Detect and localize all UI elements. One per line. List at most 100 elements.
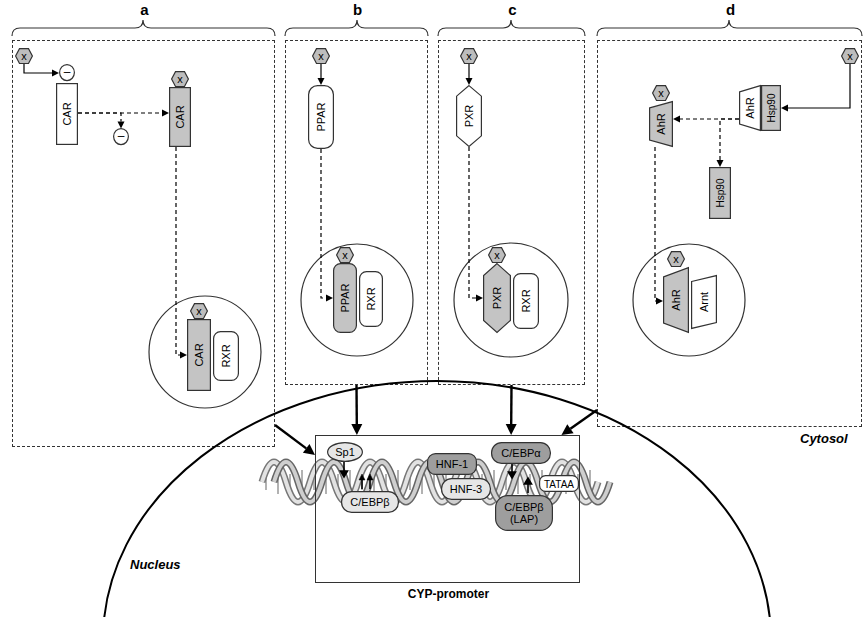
arrow-connector — [78, 113, 125, 128]
node-label: RXR — [520, 289, 532, 312]
arrow-connector — [318, 64, 325, 85]
node-label: CAR — [193, 343, 205, 366]
node-label: Arnt — [698, 292, 710, 312]
node-label: Hsp90 — [715, 179, 726, 208]
arrow-connector — [506, 385, 517, 435]
promoter-box: CYP-promoterSp1C/EBPβHNF-1HNF-3C/EBPαC/E… — [315, 435, 580, 583]
arrow-connector — [561, 410, 597, 435]
transcription-factor: HNF-3 — [441, 478, 491, 500]
node-label: x — [318, 50, 324, 62]
node-heading: CYP-promoter — [316, 588, 581, 601]
arrow-connector — [24, 64, 59, 77]
arrow-connector — [469, 147, 483, 302]
node-label: RXR — [220, 344, 232, 367]
chaperone-box: Hsp90 — [761, 85, 781, 131]
node-heading: c — [439, 2, 586, 19]
ligand-hexagon: x — [15, 48, 33, 64]
node-heading: Nucleus — [130, 558, 181, 572]
transcription-factor: HNF-1 — [427, 453, 477, 475]
node-label: x — [342, 249, 348, 261]
receptor-hexagon: PXR — [483, 263, 511, 333]
pathway-panel: dxAhRHsp90xAhRHsp90xAhRArnt — [597, 40, 862, 427]
panel-brace — [12, 20, 862, 36]
node-label: PPAR — [315, 102, 327, 131]
node-label: AhR — [670, 289, 682, 310]
node-label: RXR — [365, 287, 377, 310]
node-label: x — [673, 253, 679, 265]
ligand-hexagon: x — [460, 48, 478, 64]
ligand-hexagon: x — [667, 251, 685, 267]
node-label: PXR — [491, 287, 503, 310]
receptor-box: PPAR — [308, 85, 334, 149]
partner-box: RXR — [513, 273, 539, 329]
partner-box: RXR — [359, 271, 383, 327]
node-label: Sp1 — [335, 446, 355, 458]
transcription-factor: C/EBPα — [491, 442, 551, 464]
node-label: PXR — [463, 105, 475, 128]
node-label: C/EBPα — [501, 447, 540, 459]
receptor-box: CAR — [187, 319, 211, 391]
arrow-connector — [321, 149, 333, 302]
corepressor-circle: – — [113, 128, 129, 145]
arrow-connector — [781, 64, 850, 112]
transcription-factor: Sp1 — [327, 442, 363, 462]
node-label: HNF-3 — [450, 483, 482, 495]
node-label: CAR — [61, 102, 73, 125]
receptor-box: PPAR — [333, 263, 357, 333]
partner-box: Arnt — [691, 275, 717, 329]
receptor-trapezoid: AhR — [663, 267, 689, 333]
ligand-hexagon: x — [190, 303, 208, 319]
node-label: – — [64, 66, 71, 79]
transcription-factor: C/EBPβ (LAP) — [495, 495, 553, 531]
node-label: x — [177, 73, 183, 85]
ligand-hexagon: x — [336, 247, 354, 263]
partner-box: RXR — [213, 331, 239, 381]
arrow-connector — [176, 147, 187, 359]
transcription-factor: C/EBPβ — [341, 491, 399, 513]
node-heading: d — [598, 2, 863, 19]
tata-box: TATAA — [539, 475, 579, 492]
node-heading: b — [286, 2, 429, 19]
node-label: HNF-1 — [436, 458, 468, 470]
receptor-box: CAR — [169, 87, 191, 147]
ligand-hexagon: x — [312, 48, 330, 64]
node-label: x — [466, 50, 472, 62]
pathway-panel: cxPXRxPXRRXR — [438, 40, 585, 385]
node-label: AhR — [744, 97, 756, 118]
receptor-box: CAR — [56, 83, 78, 145]
node-label: C/EBPβ — [350, 496, 389, 508]
node-label: AhR — [655, 113, 667, 134]
receptor-trapezoid: AhR — [739, 85, 761, 131]
receptor-hexagon: PXR — [456, 85, 482, 147]
ligand-hexagon: x — [488, 247, 506, 263]
node-label: x — [196, 305, 202, 317]
node-label: x — [21, 50, 27, 62]
arrow-connector — [717, 119, 740, 167]
arrow-connector — [275, 425, 315, 455]
node-label: x — [658, 87, 664, 99]
ligand-hexagon: x — [171, 71, 189, 87]
pathway-panel: ax–CAR–xCARxCARRXR — [12, 40, 275, 447]
node-label: x — [847, 50, 853, 62]
node-label: – — [118, 130, 125, 143]
chaperone-box: Hsp90 — [709, 167, 731, 219]
region-label: Cytosol — [800, 432, 848, 446]
node-heading: a — [13, 2, 276, 19]
nucleus-outline: NucleusCYP-promoterSp1C/EBPβHNF-1HNF-3C/… — [102, 380, 772, 617]
arrow-connector — [78, 109, 169, 116]
ligand-hexagon: x — [841, 48, 859, 64]
node-label: Hsp90 — [766, 94, 777, 123]
node-label: TATAA — [544, 478, 574, 489]
arrow-connector — [466, 64, 473, 85]
corepressor-circle: – — [59, 64, 75, 81]
node-label: PPAR — [339, 283, 351, 312]
node-label: x — [494, 249, 500, 261]
pathway-panel: bxPPARxPPARRXR — [285, 40, 428, 385]
arrow-connector — [655, 147, 663, 304]
node-label: C/EBPβ (LAP) — [499, 501, 549, 525]
ligand-hexagon: x — [652, 85, 670, 101]
receptor-trapezoid: AhR — [649, 101, 673, 147]
arrow-connector — [351, 385, 362, 435]
node-label: CAR — [174, 105, 186, 128]
node-outline — [102, 380, 772, 617]
